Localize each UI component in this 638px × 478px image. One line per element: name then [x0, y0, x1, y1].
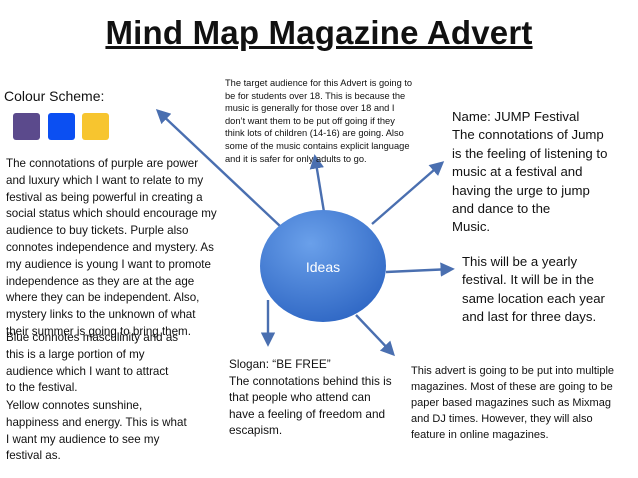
- yellow-connotation-text: Yellow connotes sunshine, happiness and …: [6, 399, 187, 463]
- arrow-to-audience: [309, 154, 326, 213]
- arrow-to-magazines: [355, 314, 395, 357]
- arrow-to-name: [371, 161, 445, 225]
- arrow-to-yearly: [385, 262, 455, 277]
- target-audience-text: The target audience for this Advert is g…: [225, 78, 413, 164]
- festival-name-text: Name: JUMP Festival The connotations of …: [452, 109, 608, 235]
- yearly-festival-text: This will be a yearly festival. It will …: [462, 254, 605, 325]
- page-title: Mind Map Magazine Advert: [105, 14, 533, 51]
- arrow-to-colour-scheme: [155, 109, 281, 227]
- colour-scheme-label: Colour Scheme:: [4, 88, 105, 104]
- blue-connotation-text: Blue connotes masculinity and as this is…: [6, 331, 179, 395]
- ideas-label: Ideas: [306, 259, 340, 275]
- purple-swatch: [13, 113, 40, 140]
- magazines-text: This advert is going to be put into mult…: [411, 365, 615, 441]
- yellow-swatch: [82, 113, 109, 140]
- slogan-text: Slogan: “BE FREE” The connotations behin…: [229, 357, 392, 438]
- blue-swatch: [48, 113, 75, 140]
- ideas-node: [260, 210, 386, 322]
- purple-connotation-text: The connotations of purple are power and…: [6, 157, 217, 338]
